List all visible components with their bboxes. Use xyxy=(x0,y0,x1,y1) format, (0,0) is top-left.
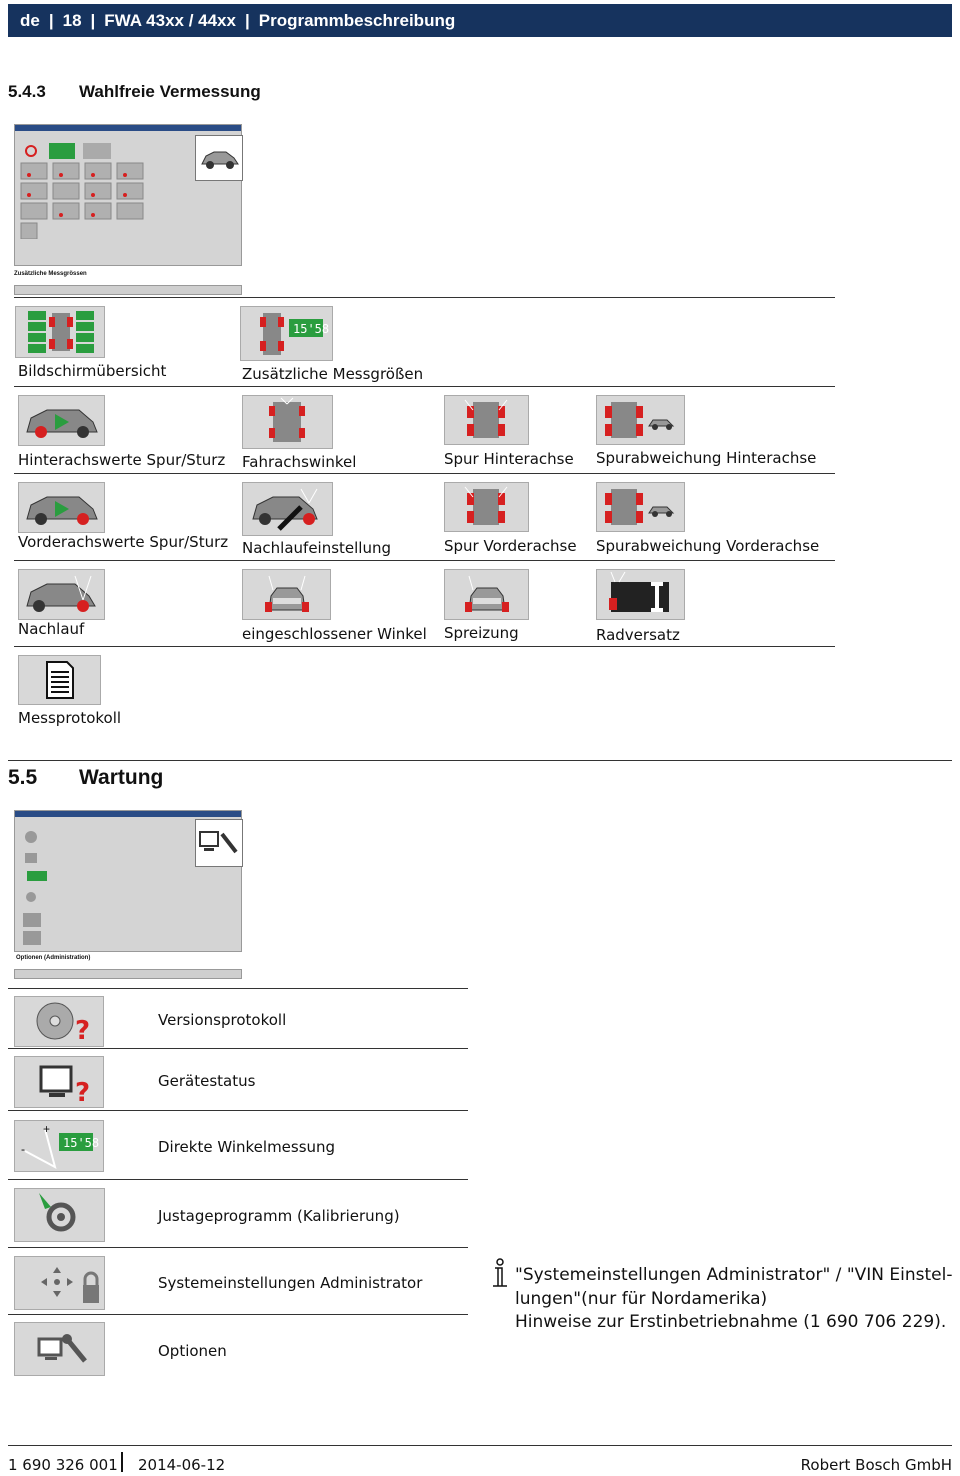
svg-text:?: ? xyxy=(75,1016,90,1046)
grid-label: Spurabweichung Vorderachse xyxy=(596,537,820,555)
grid-label: Nachlaufeinstellung xyxy=(242,539,392,557)
angle-measure-icon[interactable]: - +15'58 xyxy=(14,1120,104,1172)
wartung-label: Systemeinstellungen Administrator xyxy=(158,1274,423,1292)
divider xyxy=(14,473,835,474)
additional-values-icon[interactable]: 15'58 xyxy=(240,306,333,361)
caster-adjust-icon[interactable] xyxy=(242,482,333,536)
wartung-label: Gerätestatus xyxy=(158,1072,256,1090)
divider xyxy=(8,1179,468,1180)
software-screenshot-measurement xyxy=(14,124,243,266)
divider xyxy=(14,386,835,387)
header-page: 18 xyxy=(62,11,82,30)
grid-label: Messprotokoll xyxy=(18,709,122,727)
section-title: Wartung xyxy=(79,766,164,789)
grid-label: Spreizung xyxy=(444,624,519,642)
info-note: "Systemeinstellungen Administrator" / "V… xyxy=(515,1264,952,1335)
front-toe-deviation-icon[interactable] xyxy=(596,482,685,532)
screen-overview-icon[interactable] xyxy=(15,306,105,358)
software-screenshot-maintenance xyxy=(14,810,243,952)
divider xyxy=(14,646,835,647)
header-lang: de xyxy=(20,11,40,30)
wartung-label: Optionen xyxy=(158,1342,227,1360)
info-note-line: Hinweise zur Erstinbetriebnahme (1 690 7… xyxy=(515,1312,947,1332)
admin-lock-icon[interactable] xyxy=(14,1256,105,1310)
rear-axle-toe-camber-icon[interactable] xyxy=(18,395,105,446)
divider xyxy=(8,988,468,989)
monitor-wrench-icon[interactable] xyxy=(14,1322,105,1376)
grid-label: eingeschlossener Winkel xyxy=(242,625,427,643)
svg-text:?: ? xyxy=(75,1078,90,1107)
header-bar: de|18|FWA 43xx / 44xx|Programmbeschreibu… xyxy=(8,4,952,37)
footer-doc-number: 1 690 326 001 xyxy=(8,1456,118,1474)
wartung-label: Justageprogramm (Kalibrierung) xyxy=(158,1207,400,1225)
screenshot-toolbar xyxy=(14,969,242,979)
screenshot-titlebar xyxy=(15,811,241,817)
wartung-label: Direkte Winkelmessung xyxy=(158,1138,336,1156)
svg-text:15'58: 15'58 xyxy=(293,322,329,336)
grid-label: Spurabweichung Hinterachse xyxy=(596,449,817,467)
grid-label: Zusätzliche Messgrößen xyxy=(242,365,424,383)
front-toe-icon[interactable] xyxy=(444,482,529,532)
info-note-line: lungen"(nur für Nordamerika) xyxy=(515,1288,768,1309)
divider xyxy=(14,560,835,561)
svg-text:+: + xyxy=(43,1122,50,1136)
monitor-question-icon[interactable]: ? xyxy=(14,1056,104,1108)
front-axle-toe-camber-icon[interactable] xyxy=(18,482,105,533)
section-number: 5.5 xyxy=(8,766,38,789)
header-product: FWA 43xx / 44xx xyxy=(104,11,236,30)
divider xyxy=(8,1247,468,1248)
report-icon[interactable] xyxy=(18,655,101,705)
divider xyxy=(8,1048,468,1049)
svg-text:15'58: 15'58 xyxy=(63,1136,99,1150)
grid-label: Fahrachswinkel xyxy=(242,453,357,471)
svg-text:-: - xyxy=(21,1142,25,1156)
grid-label: Spur Hinterachse xyxy=(444,450,574,468)
screenshot-icon-grid xyxy=(19,139,159,240)
divider xyxy=(14,297,835,298)
grid-label: Nachlauf xyxy=(18,620,85,638)
wartung-label: Versionsprotokoll xyxy=(158,1011,287,1029)
section-number: 5.4.3 xyxy=(8,82,46,101)
screenshot-icon-column xyxy=(19,827,59,947)
footer-separator xyxy=(121,1452,123,1472)
footer-company: Robert Bosch GmbH xyxy=(800,1456,952,1474)
rear-toe-deviation-icon[interactable] xyxy=(596,395,685,445)
footer-divider xyxy=(8,1445,952,1446)
section-divider xyxy=(8,760,952,761)
screenshot-toolbar xyxy=(14,285,242,295)
screenshot-panel-label: Optionen (Administration) xyxy=(16,955,91,961)
footer-date: 2014-06-12 xyxy=(138,1456,226,1474)
car-preview-icon xyxy=(195,135,243,181)
grid-label: Bildschirmübersicht xyxy=(18,362,167,380)
included-angle-icon[interactable] xyxy=(242,569,331,620)
section-title: Wahlfreie Vermessung xyxy=(79,82,261,101)
rear-toe-icon[interactable] xyxy=(444,395,529,445)
grid-label: Vorderachswerte Spur/Sturz xyxy=(18,533,229,551)
wheel-offset-icon[interactable] xyxy=(596,569,685,620)
screenshot-titlebar xyxy=(15,125,241,131)
grid-label: Hinterachswerte Spur/Sturz xyxy=(18,451,226,469)
divider xyxy=(8,1110,468,1111)
info-icon xyxy=(489,1258,511,1290)
cd-question-icon[interactable]: ? xyxy=(14,996,104,1047)
screenshot-panel-label: Zusätzliche Messgrössen xyxy=(14,271,87,277)
monitor-wrench-preview-icon xyxy=(195,819,243,867)
caster-icon[interactable] xyxy=(18,569,105,620)
calibration-icon[interactable] xyxy=(14,1188,105,1242)
grid-label: Spur Vorderachse xyxy=(444,537,577,555)
thrust-angle-icon[interactable] xyxy=(242,395,333,449)
kpi-icon[interactable] xyxy=(444,569,529,620)
info-note-line: "Systemeinstellungen Administrator" / "V… xyxy=(515,1265,953,1285)
grid-label: Radversatz xyxy=(596,626,680,644)
divider xyxy=(8,1314,468,1315)
header-doc: Programmbeschreibung xyxy=(258,11,456,30)
